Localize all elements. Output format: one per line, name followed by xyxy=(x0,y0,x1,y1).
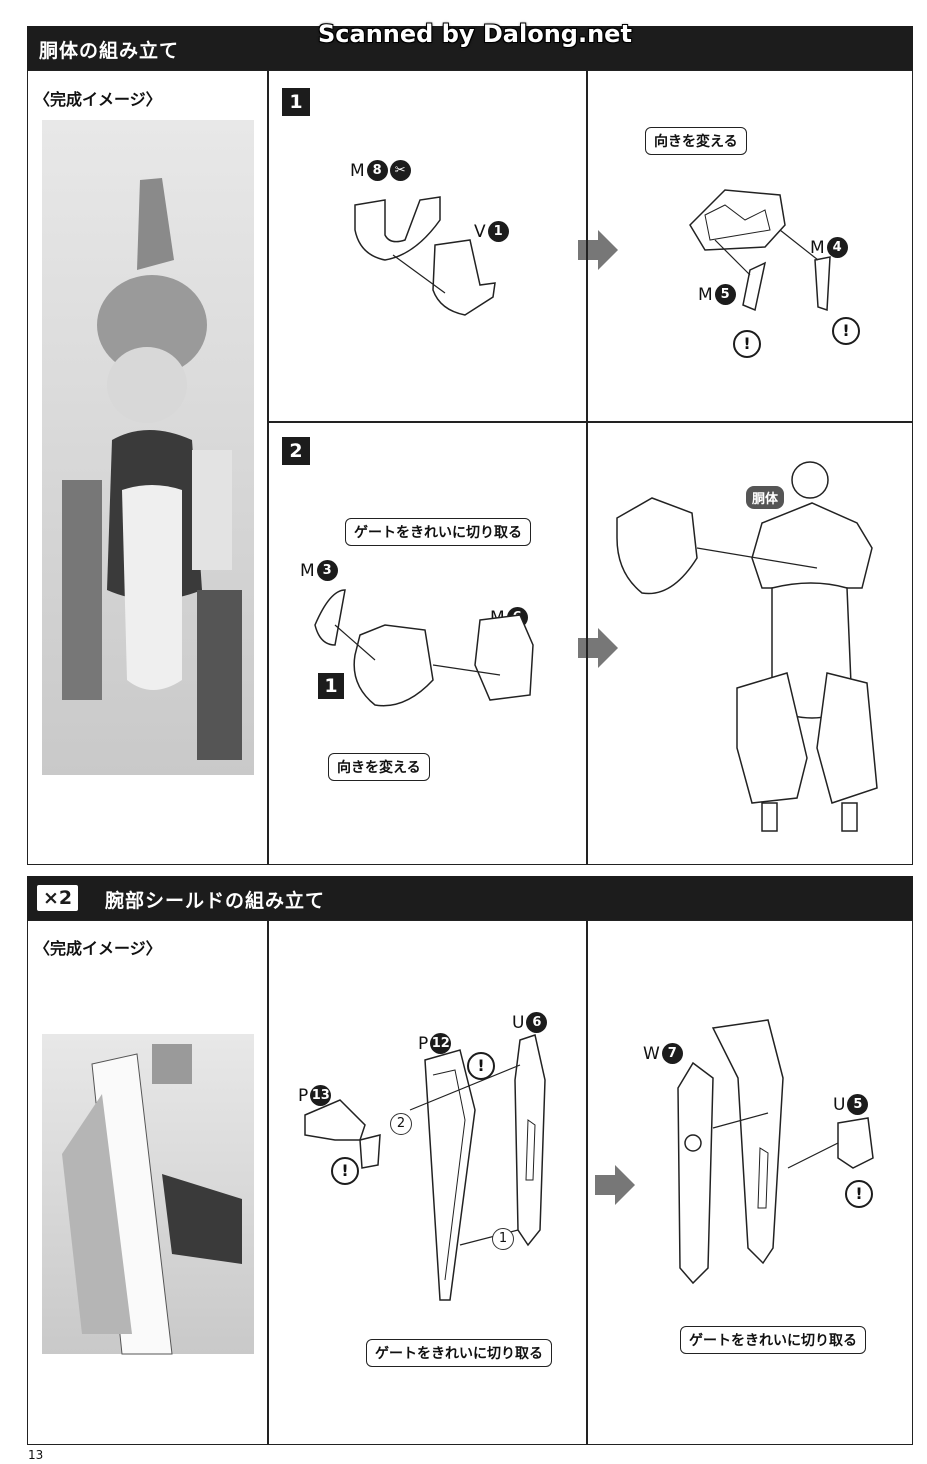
part-v1-label: V 1 xyxy=(474,221,509,242)
order-marker-1: 1 xyxy=(492,1228,514,1250)
part-letter: U xyxy=(512,1012,525,1033)
callout-turn-around: 向きを変える xyxy=(328,753,430,781)
part-number: 7 xyxy=(661,1043,683,1064)
section2-divider xyxy=(267,920,269,1445)
section1-preview-label: 〈完成イメージ〉 xyxy=(34,90,162,109)
part-u5-label: U 5 xyxy=(833,1094,869,1115)
step1-parts-drawing xyxy=(354,196,496,316)
part-letter: W xyxy=(643,1043,660,1064)
step1-reference-badge: 1 xyxy=(318,673,344,699)
section2-header: ×2 腕部シールドの組み立て xyxy=(27,876,913,920)
section2-frame xyxy=(27,920,913,1445)
step1-number: 1 xyxy=(282,88,310,116)
section1-divider xyxy=(267,70,269,865)
part-u6-label: U 6 xyxy=(512,1012,548,1033)
part-m5-label: M 5 xyxy=(698,284,736,305)
part-m3-label: M 3 xyxy=(300,560,338,581)
warning-icon: ! xyxy=(832,317,860,345)
shield-assembly-drawing xyxy=(677,1019,874,1285)
step2-number: 2 xyxy=(282,437,310,465)
section1-header: 胴体の組み立て xyxy=(27,26,913,70)
part-m8-label: M 8 ✂ xyxy=(350,160,411,181)
part-number: 1 xyxy=(487,221,509,242)
cut-icon: ✂ xyxy=(389,160,411,181)
figure-silhouette xyxy=(62,178,242,760)
part-letter: M xyxy=(350,160,365,181)
part-letter: M xyxy=(300,560,315,581)
part-p13-label: P 13 xyxy=(298,1085,332,1106)
page-number: 13 xyxy=(28,1448,44,1462)
torso-badge: 胴体 xyxy=(746,486,785,509)
warning-icon: ! xyxy=(331,1157,359,1185)
section1-frame xyxy=(27,70,913,865)
callout-cut-gate: ゲートをきれいに切り取る xyxy=(345,518,531,546)
part-p12-label: P 12 xyxy=(418,1033,452,1054)
part-number: 8 xyxy=(366,160,388,181)
part-number: 6 xyxy=(526,1012,548,1033)
part-letter: M xyxy=(698,284,713,305)
callout-turn-around: 向きを変える xyxy=(645,127,747,155)
shield-preview-photo xyxy=(42,1034,254,1355)
warning-icon: ! xyxy=(467,1052,495,1080)
part-number: 12 xyxy=(430,1033,452,1054)
warning-icon: ! xyxy=(733,330,761,358)
multiplier-badge: ×2 xyxy=(37,885,79,911)
callout-cut-gate: ゲートをきれいに切り取る xyxy=(366,1339,552,1367)
step1-assembly-drawing xyxy=(689,189,831,312)
torso-preview-photo xyxy=(42,120,254,775)
shield-silhouette xyxy=(62,1044,242,1355)
section1-step-divider-b xyxy=(586,421,588,865)
warning-icon: ! xyxy=(845,1180,873,1208)
part-letter: V xyxy=(474,221,486,242)
section1-title: 胴体の組み立て xyxy=(39,40,180,62)
section1-step-divider-a xyxy=(586,70,588,421)
part-number: 13 xyxy=(310,1085,332,1106)
step-divider xyxy=(267,421,913,423)
section2-step-divider xyxy=(586,920,588,1445)
part-letter: M xyxy=(810,237,825,258)
callout-cut-gate: ゲートをきれいに切り取る xyxy=(680,1326,866,1354)
part-number: 5 xyxy=(847,1094,869,1115)
part-number: 5 xyxy=(714,284,736,305)
part-letter: P xyxy=(418,1033,429,1054)
part-w7-label: W 7 xyxy=(643,1043,683,1064)
part-number: 4 xyxy=(826,237,848,258)
shield-parts-drawing xyxy=(304,1034,546,1301)
part-m4-label: M 4 xyxy=(810,237,848,258)
watermark: Scanned by Dalong.net xyxy=(318,20,632,48)
part-number: 3 xyxy=(316,560,338,581)
step2-parts-drawing xyxy=(314,589,534,707)
part-letter: U xyxy=(833,1094,846,1115)
section2-preview-label: 〈完成イメージ〉 xyxy=(34,939,162,958)
order-marker-2: 2 xyxy=(390,1113,412,1135)
torso-assembly-drawing xyxy=(616,461,878,832)
part-letter: P xyxy=(298,1085,309,1106)
section2-title: 腕部シールドの組み立て xyxy=(105,890,326,912)
